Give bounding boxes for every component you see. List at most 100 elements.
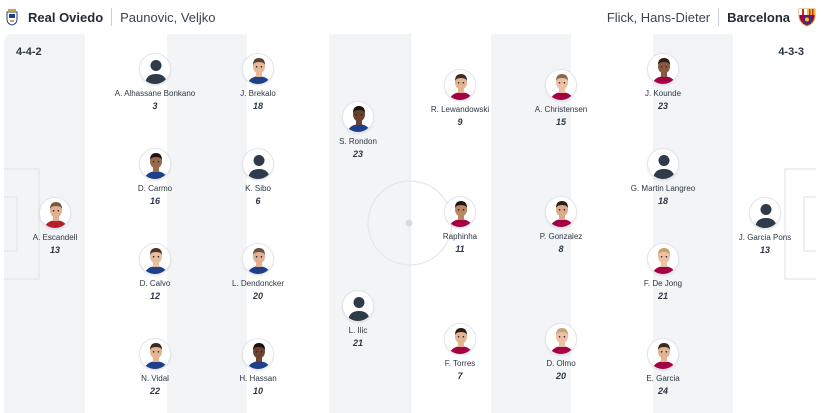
player-silhouette-icon (653, 155, 675, 179)
player-avatar[interactable] (139, 338, 171, 370)
player-avatar[interactable] (444, 196, 476, 228)
player-card-torres[interactable]: F. Torres 7 (410, 323, 510, 381)
player-avatar[interactable] (749, 197, 781, 229)
player-photo-icon (140, 339, 170, 369)
player-avatar[interactable] (139, 243, 171, 275)
player-name: H. Hassan (239, 374, 277, 383)
home-penalty-box (4, 168, 40, 280)
away-goal-area (803, 196, 816, 252)
player-name: A. Escandell (32, 233, 78, 242)
home-team-name[interactable]: Real Oviedo (28, 9, 104, 25)
player-photo-icon (140, 149, 170, 179)
player-avatar[interactable] (242, 53, 274, 85)
player-avatar[interactable] (647, 338, 679, 370)
player-card-lewandowski[interactable]: R. Lewandowski 9 (410, 69, 510, 127)
player-photo-icon (648, 54, 678, 84)
player-avatar[interactable] (342, 290, 374, 322)
player-number: 9 (457, 117, 463, 127)
barcelona-crest-icon (798, 8, 816, 27)
player-avatar[interactable] (545, 323, 577, 355)
player-photo-icon (140, 244, 170, 274)
player-number: 20 (252, 291, 263, 301)
player-avatar[interactable] (647, 148, 679, 180)
player-name: F. Torres (444, 359, 476, 368)
player-name: J. Garcia Pons (738, 233, 792, 242)
player-avatar[interactable] (545, 196, 577, 228)
away-coach-name[interactable]: Flick, Hans-Dieter (606, 9, 711, 25)
away-team-name[interactable]: Barcelona (727, 9, 790, 25)
player-silhouette-icon (145, 60, 167, 84)
player-number: 21 (352, 338, 363, 348)
player-card-hassan[interactable]: H. Hassan 10 (208, 338, 308, 396)
player-card-garciapons[interactable]: J. Garcia Pons 13 (715, 197, 815, 255)
player-photo-icon (343, 102, 373, 132)
player-number: 23 (352, 149, 363, 159)
home-goal-area (4, 196, 18, 252)
player-avatar[interactable] (242, 338, 274, 370)
player-avatar[interactable] (342, 101, 374, 133)
player-avatar[interactable] (242, 148, 274, 180)
player-photo-icon (648, 339, 678, 369)
player-photo-icon (243, 54, 273, 84)
player-silhouette-icon (248, 155, 270, 179)
player-avatar[interactable] (545, 69, 577, 101)
player-name: G. Martin Langreo (630, 184, 696, 193)
player-name: D. Carmo (137, 184, 173, 193)
player-number: 12 (149, 291, 160, 301)
player-number: 18 (252, 101, 263, 111)
player-avatar[interactable] (139, 53, 171, 85)
player-photo-icon (546, 70, 576, 100)
player-name: A. Christensen (534, 105, 588, 114)
player-name: N. Vidal (141, 374, 169, 383)
away-penalty-box (784, 168, 816, 280)
player-number: 24 (657, 386, 668, 396)
player-number: 7 (457, 371, 463, 381)
player-number: 6 (255, 196, 261, 206)
player-name: K. Sibo (245, 184, 271, 193)
player-photo-icon (648, 244, 678, 274)
real-oviedo-crest-icon (6, 9, 18, 26)
player-avatar[interactable] (444, 69, 476, 101)
player-avatar[interactable] (444, 323, 476, 355)
player-photo-icon (40, 198, 70, 228)
player-avatar[interactable] (242, 243, 274, 275)
player-number: 8 (558, 244, 564, 254)
header-divider (111, 8, 113, 26)
player-avatar[interactable] (647, 53, 679, 85)
player-photo-icon (243, 339, 273, 369)
player-photo-icon (445, 197, 475, 227)
player-card-vidal[interactable]: N. Vidal 22 (105, 338, 205, 396)
player-avatar[interactable] (647, 243, 679, 275)
home-coach-name[interactable]: Paunovic, Veljko (120, 9, 216, 25)
player-name: F. De Jong (643, 279, 683, 288)
player-photo-icon (445, 324, 475, 354)
player-card-christensen[interactable]: A. Christensen 15 (511, 69, 611, 127)
player-number: 13 (759, 245, 770, 255)
player-name: P. Gonzalez (539, 232, 583, 241)
player-card-gonzalez[interactable]: P. Gonzalez 8 (511, 196, 611, 254)
player-card-sibo[interactable]: K. Sibo 6 (208, 148, 308, 206)
player-number: 15 (555, 117, 566, 127)
player-avatar[interactable] (139, 148, 171, 180)
player-number: 22 (149, 386, 160, 396)
home-team-info: Real Oviedo Paunovic, Veljko (6, 0, 216, 34)
player-avatar[interactable] (39, 197, 71, 229)
player-number: 10 (252, 386, 263, 396)
player-number: 16 (149, 196, 160, 206)
player-name: A. Alhassane Bonkano (114, 89, 196, 98)
player-card-carmo[interactable]: D. Carmo 16 (105, 148, 205, 206)
player-name: R. Lewandowski (430, 105, 490, 114)
